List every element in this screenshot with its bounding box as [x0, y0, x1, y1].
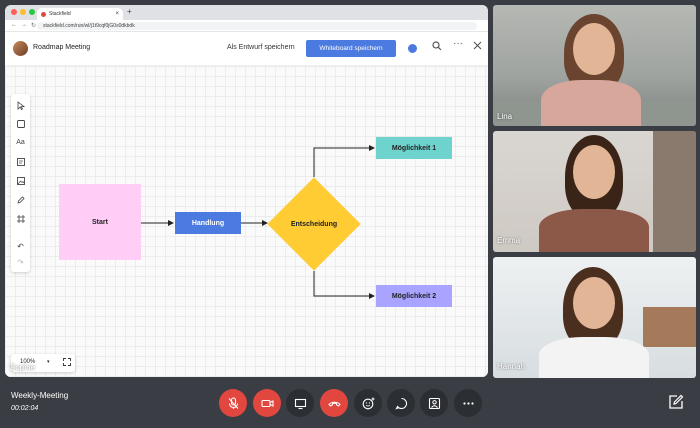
- browser-tab-title: Stackfield: [49, 11, 71, 17]
- chat-button[interactable]: [387, 389, 415, 417]
- face: [573, 277, 615, 329]
- close-icon[interactable]: [473, 41, 482, 53]
- phone-hangup-icon: [327, 401, 341, 407]
- background-furniture: [653, 131, 696, 252]
- frame-tool-icon[interactable]: [11, 212, 30, 226]
- participant-video: [493, 131, 696, 252]
- decision-label: Entscheidung: [290, 220, 338, 228]
- participant-video: [493, 5, 696, 126]
- back-icon[interactable]: ←: [11, 22, 17, 28]
- new-tab-icon[interactable]: +: [127, 7, 132, 16]
- connector-entscheidung-moeglichkeit2: [313, 271, 375, 299]
- participant-video: [493, 257, 696, 378]
- zoom-level: 100%: [20, 359, 36, 365]
- video-tile-emma[interactable]: Emma: [493, 131, 696, 252]
- minimize-window-icon[interactable]: [20, 9, 26, 15]
- close-window-icon[interactable]: [11, 9, 17, 15]
- select-cursor-icon[interactable]: [11, 98, 30, 112]
- participant-name-emma: Emma: [497, 236, 521, 245]
- browser-window: Stackfield × + ← → ↻ stackfield.com/run/…: [5, 5, 488, 377]
- edit-icon: [669, 394, 684, 409]
- meeting-name: Weekly-Meeting: [11, 391, 69, 400]
- monitor-icon: [294, 398, 306, 409]
- more-horizontal-icon[interactable]: ···: [453, 38, 463, 49]
- reactions-button[interactable]: [354, 389, 382, 417]
- participant-name-sophie: Sophie: [10, 363, 35, 372]
- edit-button[interactable]: [664, 390, 688, 414]
- status-indicator: [408, 44, 417, 53]
- more-horizontal-icon: [462, 401, 474, 405]
- decision-node[interactable]: Entscheidung: [267, 177, 361, 271]
- address-bar[interactable]: stackfield.com/run/wl/j1t9cqf0jG0s0dkbdk: [37, 22, 477, 30]
- contact-card-icon: [428, 397, 440, 409]
- browser-tab-bar: Stackfield × +: [5, 5, 488, 20]
- participant-name-lina: Lina: [497, 112, 513, 121]
- text-tool-icon[interactable]: Aa: [16, 139, 25, 146]
- close-tab-icon[interactable]: ×: [115, 11, 119, 17]
- drawing-toolbar: Aa ↶ ↷: [11, 94, 30, 272]
- participant-name-hannah: Hannah: [497, 362, 526, 371]
- face: [573, 145, 615, 199]
- clothing: [541, 80, 641, 126]
- action-node[interactable]: Handlung: [175, 212, 241, 234]
- avatar[interactable]: [13, 41, 28, 56]
- page-title: Roadmap Meeting: [33, 44, 91, 51]
- save-whiteboard-button[interactable]: Whiteboard speichern: [306, 40, 396, 57]
- image-tool-icon[interactable]: [11, 174, 30, 188]
- sticky-note-icon[interactable]: [11, 155, 30, 169]
- maximize-window-icon[interactable]: [29, 9, 35, 15]
- emoji-add-icon: [362, 397, 374, 409]
- reload-icon[interactable]: ↻: [31, 23, 37, 29]
- favicon-icon: [41, 11, 46, 17]
- undo-icon[interactable]: ↶: [17, 242, 24, 251]
- face: [573, 23, 615, 75]
- screen-share-button[interactable]: [286, 389, 314, 417]
- redo-icon[interactable]: ↷: [17, 258, 24, 267]
- fullscreen-icon[interactable]: [63, 358, 71, 368]
- start-node[interactable]: Start: [59, 184, 141, 260]
- app-header: Roadmap Meeting Als Entwurf speichern Wh…: [5, 32, 488, 66]
- browser-toolbar: ← → ↻ stackfield.com/run/wl/j1t9cqf0jG0s…: [5, 20, 488, 32]
- clothing: [539, 209, 649, 252]
- search-icon[interactable]: [432, 41, 442, 54]
- meeting-timer: 00:02:04: [11, 405, 39, 412]
- browser-nav: ← → ↻: [11, 22, 36, 29]
- whiteboard-canvas[interactable]: Aa ↶ ↷: [5, 66, 488, 377]
- background-furniture: [643, 307, 696, 347]
- microphone-off-icon: [228, 396, 238, 409]
- diagram-connectors: [141, 145, 375, 299]
- rectangle-tool-icon[interactable]: [11, 117, 30, 131]
- video-tile-hannah[interactable]: Hannah: [493, 257, 696, 378]
- mute-mic-button[interactable]: [219, 389, 247, 417]
- hang-up-button[interactable]: [320, 389, 348, 417]
- option-2-node[interactable]: Möglichkeit 2: [376, 285, 452, 307]
- option-1-node[interactable]: Möglichkeit 1: [376, 137, 452, 159]
- more-options-button[interactable]: [454, 389, 482, 417]
- window-controls: [11, 9, 35, 15]
- zoom-control[interactable]: 100% ▾: [11, 354, 75, 372]
- camera-off-button[interactable]: [253, 389, 281, 417]
- forward-icon[interactable]: →: [21, 22, 27, 28]
- chevron-down-icon[interactable]: ▾: [47, 359, 50, 365]
- video-camera-off-icon: [260, 399, 274, 407]
- save-draft-button[interactable]: Als Entwurf speichern: [227, 44, 295, 51]
- browser-tab[interactable]: Stackfield ×: [37, 8, 123, 20]
- chat-bubble-icon: [394, 397, 407, 409]
- participants-button[interactable]: [420, 389, 448, 417]
- clothing: [539, 337, 649, 378]
- pen-tool-icon[interactable]: [11, 193, 30, 207]
- video-tile-lina[interactable]: Lina: [493, 5, 696, 126]
- connector-entscheidung-moeglichkeit1: [313, 145, 375, 177]
